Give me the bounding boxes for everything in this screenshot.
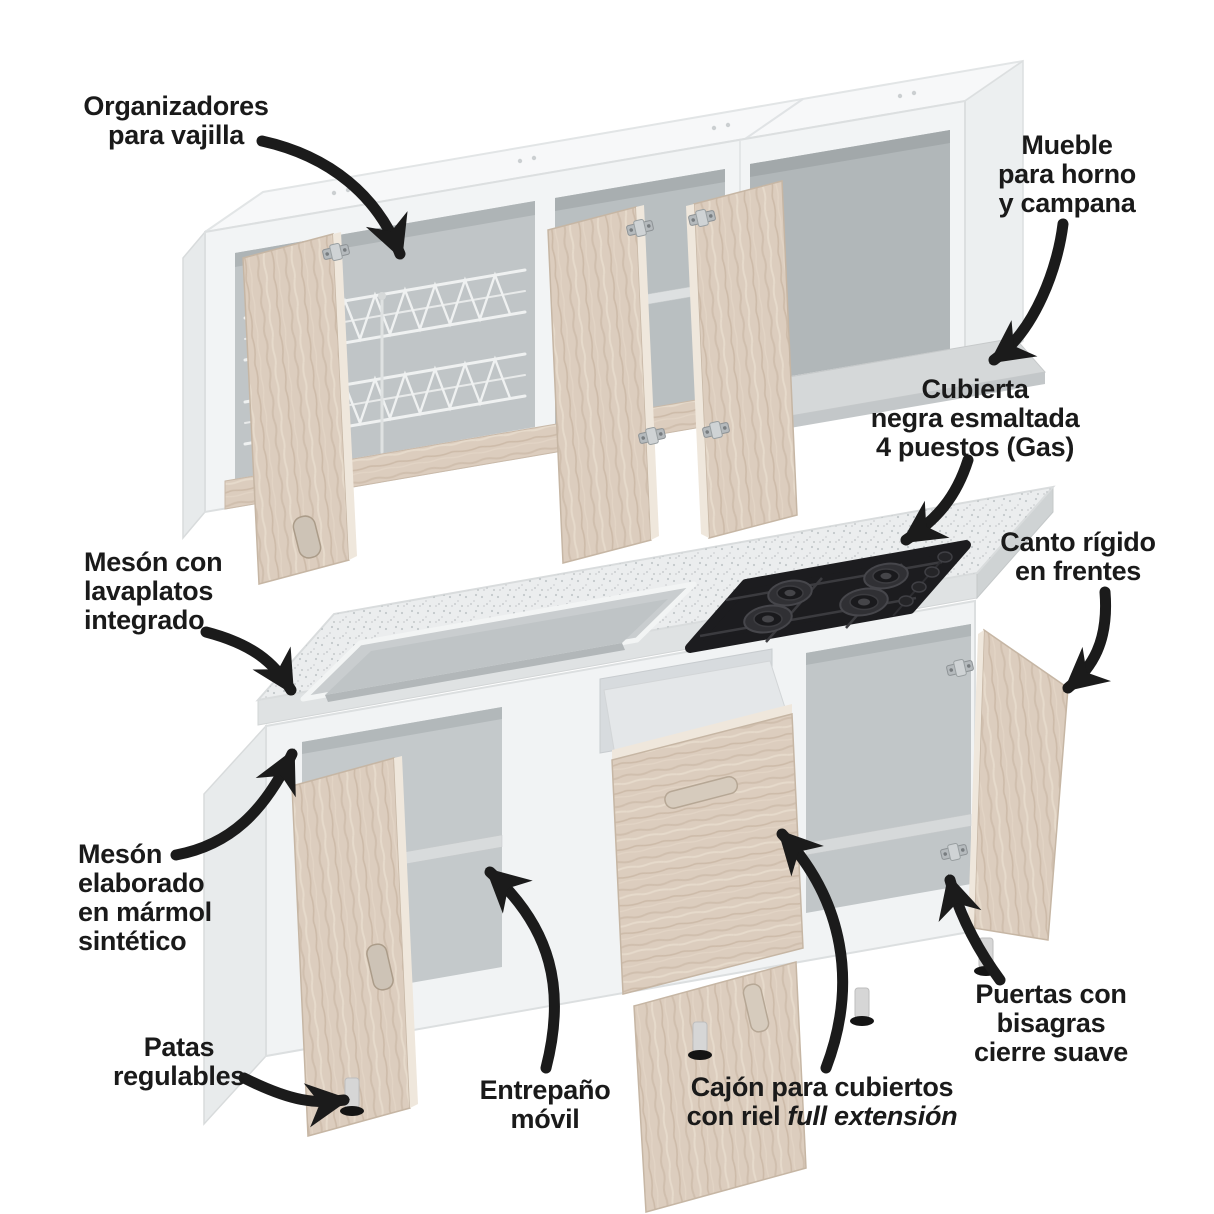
cutlery-drawer: [611, 704, 804, 995]
callout-canto-rigido: Canto rígido en frentes: [958, 528, 1198, 586]
door-handle-cutout: [292, 515, 322, 559]
callout-line: en mármol: [78, 897, 212, 927]
arrow-patas: [238, 1072, 351, 1128]
arrow-puertas: [938, 874, 1006, 986]
oven-hood-compartment: [750, 130, 950, 383]
base-door-right: [968, 628, 1069, 941]
callout-patas-regulables: Patas regulables: [39, 1033, 319, 1091]
callout-line: elaborado: [78, 868, 205, 898]
adjustable-leg: [849, 987, 875, 1027]
drawer-handle-cutout: [664, 775, 739, 809]
callout-puertas-bisagras: Puertas con bisagras cierre suave: [931, 980, 1171, 1067]
arrow-entrepano: [484, 866, 560, 1074]
burner: [767, 579, 813, 607]
callout-line: bisagras: [996, 1008, 1106, 1038]
door-handle-cutout: [366, 943, 394, 991]
callout-line: con riel full extensión: [662, 1102, 982, 1131]
base-door-left: [291, 756, 418, 1137]
callout-line: Mesón con: [84, 547, 223, 577]
arrow-cajon: [776, 828, 849, 1074]
callout-meson-marmol: Mesón elaborado en mármol sintético: [78, 840, 212, 956]
callout-line: en frentes: [1014, 556, 1142, 586]
arrow-cubierta: [900, 454, 974, 546]
callout-mueble-horno-campana: Mueble para horno y campana: [947, 131, 1187, 218]
arrow-organizadores: [256, 135, 408, 260]
callout-line: 4 puestos (Gas): [875, 432, 1075, 462]
callout-cajon-cubiertos: Cajón para cubiertos con riel full exten…: [662, 1073, 982, 1131]
gas-cooktop: [685, 540, 971, 653]
callout-meson-lavaplatos: Mesón con lavaplatos integrado: [84, 547, 223, 635]
burner: [863, 562, 909, 590]
upper-door-middle-right: [686, 180, 798, 539]
callout-line: Organizadores: [83, 91, 269, 121]
callout-line: Entrepaño: [479, 1075, 611, 1105]
arrow-marmol: [170, 748, 298, 861]
upper-wall-cabinet: [182, 59, 1046, 585]
callout-line: lavaplatos: [84, 576, 214, 606]
callout-line: Canto rígido: [1000, 527, 1156, 557]
integrated-sink: [300, 581, 697, 702]
arrow-mueble-horno: [988, 218, 1069, 366]
callout-line: para horno: [997, 159, 1136, 189]
arrow-canto: [1062, 586, 1112, 694]
callout-line: regulables: [112, 1061, 246, 1091]
cooktop-knobs: [898, 551, 953, 607]
upper-cabinet-left-side: [182, 229, 206, 541]
callout-line: negra esmaltada: [870, 403, 1080, 433]
callout-line: y campana: [998, 188, 1136, 218]
burner: [743, 604, 793, 634]
door-handle-cutout: [742, 983, 770, 1033]
upper-door-left: [242, 232, 357, 585]
base-cabinet: [203, 485, 1069, 1213]
arrow-lavaplatos: [200, 626, 297, 696]
callout-line: Cajón para cubiertos: [690, 1072, 954, 1102]
callout-line-italic: full extensión: [787, 1101, 958, 1131]
callout-line: para vajilla: [108, 120, 244, 150]
callout-line: Patas: [143, 1032, 215, 1062]
callout-line: cierre suave: [973, 1037, 1129, 1067]
callout-cubierta-gas: Cubierta negra esmaltada 4 puestos (Gas): [835, 375, 1115, 462]
callout-line: integrado: [84, 605, 205, 635]
callout-line: Cubierta: [921, 374, 1029, 404]
callout-line: Mueble: [1021, 130, 1113, 160]
callout-line: sintético: [78, 926, 187, 956]
callout-entrepano-movil: Entrepaño móvil: [425, 1076, 665, 1134]
upper-door-middle-left: [547, 205, 659, 564]
callout-line-part: con riel: [686, 1101, 788, 1131]
callout-line: Mesón: [78, 839, 163, 869]
callout-organizadores-vajilla: Organizadores para vajilla: [36, 92, 316, 150]
base-door-center: [633, 961, 807, 1213]
burner: [839, 587, 889, 617]
callout-line: Puertas con: [975, 979, 1127, 1009]
callout-line: móvil: [510, 1104, 580, 1134]
